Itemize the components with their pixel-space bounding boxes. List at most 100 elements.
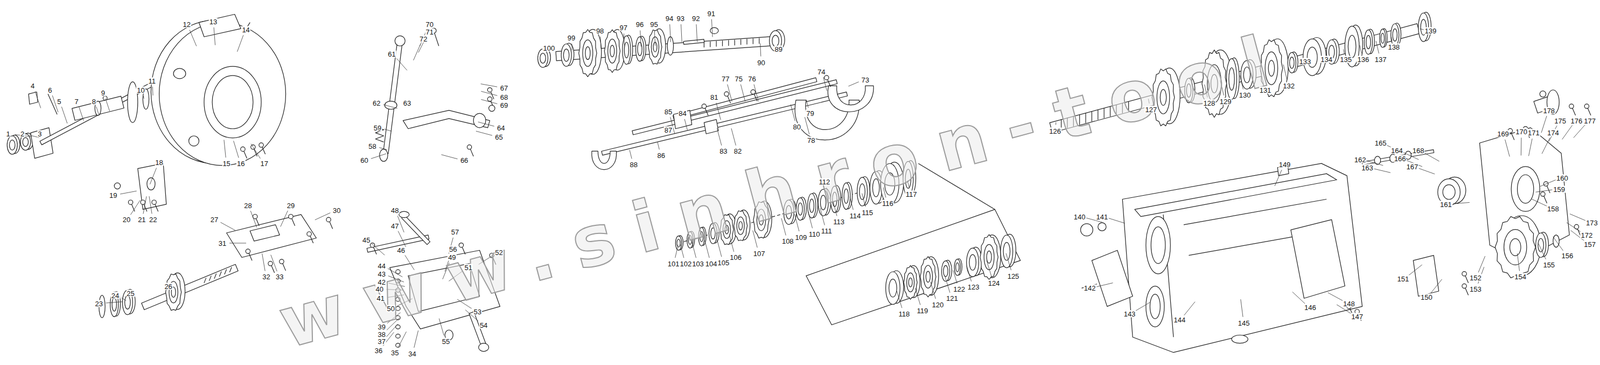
leader-line <box>640 30 642 47</box>
leader-line <box>384 129 392 132</box>
part-outline <box>703 119 719 135</box>
callout-number: 43 <box>376 269 386 277</box>
callout-number: 1 <box>5 130 11 138</box>
callout-number: 64 <box>496 123 506 131</box>
part-outline <box>1149 294 1161 319</box>
part-outline <box>369 242 375 248</box>
leader-line <box>1375 40 1379 54</box>
leader-line <box>143 196 147 214</box>
part-outline <box>920 256 936 297</box>
part-outline <box>591 150 617 170</box>
part-outline <box>1146 216 1171 274</box>
callout-number: 115 <box>861 208 874 216</box>
part-outline <box>383 40 403 154</box>
callout-number: 121 <box>945 294 959 302</box>
callout-number: 161 <box>1439 200 1453 208</box>
part-outline <box>1543 196 1548 204</box>
leader-line <box>629 149 632 159</box>
leader-line <box>681 24 683 43</box>
part-outline <box>1366 35 1371 50</box>
callout-number: 37 <box>376 337 386 345</box>
leader-line <box>250 210 257 228</box>
leader-line <box>753 84 759 102</box>
callout-number: 164 <box>1390 146 1404 154</box>
callout-number: 155 <box>1542 260 1556 268</box>
callout-number: 91 <box>706 9 716 17</box>
callout-number: 112 <box>818 178 831 186</box>
callout-number: 152 <box>1469 274 1483 282</box>
part-outline <box>47 93 58 115</box>
part-outline <box>1146 285 1165 327</box>
part-outline <box>1572 108 1576 116</box>
part-outline <box>727 95 731 103</box>
part-outline <box>487 96 492 102</box>
leader-line <box>396 58 408 71</box>
part-outline <box>243 150 248 158</box>
callout-number: 29 <box>286 201 296 209</box>
callout-number: 162 <box>1353 155 1367 163</box>
part-outline <box>701 103 707 109</box>
part-outline <box>710 27 719 34</box>
callout-number: 6 <box>47 86 53 94</box>
callout-number: 95 <box>649 21 659 29</box>
part-outline <box>173 68 186 79</box>
part-outline <box>137 163 167 209</box>
leader-line <box>716 102 721 121</box>
leader-line <box>944 275 950 292</box>
part-outline <box>966 247 980 277</box>
callout-number: 3 <box>37 130 43 138</box>
part-outline <box>903 265 918 300</box>
leader-line <box>270 254 278 272</box>
callout-number: 123 <box>967 283 981 291</box>
callout-number: 38 <box>376 330 386 338</box>
callout-number: 166 <box>1393 154 1407 162</box>
part-outline <box>1494 216 1536 278</box>
part-outline <box>7 135 18 155</box>
callout-number: 98 <box>595 26 605 34</box>
leader-line <box>371 153 387 159</box>
part-outline <box>310 235 314 243</box>
callout-number: 84 <box>678 109 687 117</box>
callout-number: 13 <box>208 17 218 25</box>
part-outline <box>1584 103 1589 109</box>
callout-number: 50 <box>386 304 395 312</box>
part-outline <box>128 199 133 205</box>
leader-line <box>1135 301 1151 311</box>
part-outline <box>752 38 754 44</box>
leader-line <box>684 119 688 131</box>
part-outline <box>724 91 729 96</box>
callout-number: 69 <box>499 101 509 109</box>
callout-number: 51 <box>463 263 473 271</box>
callout-number: 177 <box>1583 116 1597 124</box>
callout-number: 128 <box>1202 99 1216 107</box>
callout-number: 129 <box>1219 97 1233 105</box>
leader-line <box>1096 282 1113 287</box>
callout-number: 86 <box>657 151 666 159</box>
callout-number: 139 <box>1424 26 1438 34</box>
leader-line <box>804 116 809 135</box>
part-outline <box>159 22 286 166</box>
leader-line <box>711 19 713 38</box>
callout-number: 114 <box>848 211 862 219</box>
leader-line <box>237 35 244 52</box>
leader-line <box>61 106 68 124</box>
part-outline <box>9 140 16 151</box>
callout-number: 19 <box>108 191 118 199</box>
callout-number: 2 <box>19 130 25 138</box>
leader-line <box>224 139 226 158</box>
leader-line <box>106 301 123 303</box>
part-outline <box>259 142 264 148</box>
leader-line <box>1538 242 1547 260</box>
part-outline <box>740 39 742 45</box>
part-outline <box>750 89 756 94</box>
part-outline <box>986 250 992 263</box>
callout-number: 10 <box>136 86 145 94</box>
callout-number: 147 <box>1350 312 1364 320</box>
leader-line <box>731 128 736 146</box>
callout-number: 93 <box>676 15 686 23</box>
leader-line <box>79 106 85 121</box>
callout-number: 35 <box>390 348 400 356</box>
part-outline <box>249 224 280 241</box>
leader-line <box>1292 291 1305 304</box>
callout-number: 146 <box>1303 303 1317 311</box>
